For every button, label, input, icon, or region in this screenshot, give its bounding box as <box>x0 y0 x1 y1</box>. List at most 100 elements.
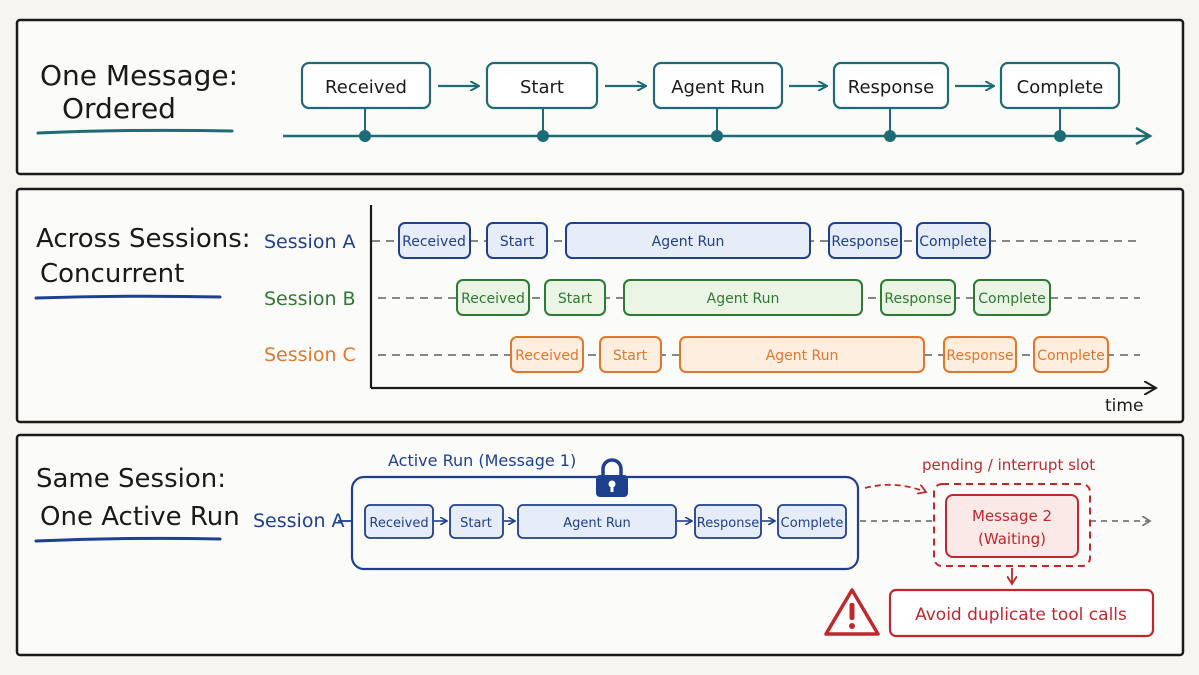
message-2-rect <box>945 494 1079 558</box>
step-box <box>880 279 956 316</box>
stage-dot <box>537 130 549 142</box>
step-complete: Complete <box>916 222 991 259</box>
panel-one-stage-agent-run: Agent Run <box>652 61 784 142</box>
step-label: Start <box>613 348 648 364</box>
panel-one-underline <box>36 128 234 135</box>
step-response: Response <box>828 222 902 259</box>
step-start: Start <box>599 336 662 373</box>
step-agent-run: Agent Run <box>565 222 811 259</box>
step-box <box>398 222 471 259</box>
step-label: Received <box>369 516 428 531</box>
panel-one-timeline-arrowhead <box>1135 126 1153 146</box>
time-axis-label: time <box>1105 396 1143 416</box>
step-label: Response <box>946 348 1013 364</box>
step-start: Start <box>449 504 504 539</box>
step-label: Agent Run <box>707 291 780 307</box>
stage-label: Received <box>325 77 407 98</box>
panel-three-underline <box>34 536 222 543</box>
step-box <box>973 279 1051 316</box>
step-response: Response <box>694 504 762 539</box>
step-box <box>456 279 530 316</box>
pending-arrow <box>864 483 926 492</box>
session-b-label: Session B <box>264 288 356 310</box>
warning-rect <box>888 588 1155 638</box>
step-agent-run: Agent Run <box>623 279 863 316</box>
step-box <box>544 279 606 316</box>
pending-slot-frame <box>933 483 1091 567</box>
session-c-row: Session C Received Start Agent Run Respo… <box>264 336 1140 373</box>
step-received: Received <box>398 222 471 259</box>
stage-box <box>832 61 950 110</box>
session-a-label: Session A <box>264 231 356 253</box>
step-label: Complete <box>1037 348 1104 364</box>
panel-one-stage-received: Received <box>300 61 432 142</box>
active-run-label: Active Run (Message 1) <box>388 451 576 470</box>
step-start: Start <box>544 279 606 316</box>
step-label: Agent Run <box>563 516 631 531</box>
step-complete: Complete <box>777 504 847 539</box>
panel-three-title-line1: Same Session: <box>36 464 226 494</box>
step-box <box>828 222 902 259</box>
lock-icon <box>596 458 628 497</box>
step-box <box>623 279 863 316</box>
step-complete: Complete <box>1033 336 1109 373</box>
stage-label: Agent Run <box>671 77 765 98</box>
pending-slot-label: pending / interrupt slot <box>922 456 1095 474</box>
step-label: Agent Run <box>652 234 725 250</box>
warning-icon <box>824 588 880 636</box>
stage-dot <box>1054 130 1066 142</box>
step-label: Received <box>515 348 579 364</box>
session-a-label: Session A <box>253 510 345 532</box>
session-a-row: Session A Received Start Agent Run Respo… <box>264 222 1140 259</box>
panel-one-title-line1: One Message: <box>40 59 238 92</box>
panel-two-title-line1: Across Sessions: <box>36 224 251 254</box>
panel-same-session: Same Session: One Active Run Session A A… <box>15 433 1185 657</box>
stage-label: Response <box>848 77 934 98</box>
step-response: Response <box>943 336 1017 373</box>
step-response: Response <box>880 279 956 316</box>
step-label: Complete <box>781 516 844 531</box>
step-label: Complete <box>919 234 986 250</box>
step-box <box>694 504 762 539</box>
panel-one-stage-start: Start <box>485 61 599 142</box>
panel-two-title-line2: Concurrent <box>40 259 184 289</box>
step-box <box>599 336 662 373</box>
step-box <box>943 336 1017 373</box>
panel-across-sessions: Across Sessions: Concurrent time Session… <box>15 187 1185 424</box>
session-b-row: Session B Received Start Agent Run Respo… <box>264 279 1140 316</box>
step-box <box>916 222 991 259</box>
step-box <box>517 504 677 539</box>
step-label: Complete <box>978 291 1045 307</box>
panel-one-stage-response: Response <box>832 61 950 142</box>
step-label: Response <box>697 516 759 531</box>
step-label: Response <box>884 291 951 307</box>
step-label: Start <box>558 291 593 307</box>
stage-dot <box>884 130 896 142</box>
step-label: Agent Run <box>766 348 839 364</box>
panel-three-title-line2: One Active Run <box>40 502 240 532</box>
stage-box <box>485 61 599 110</box>
step-label: Received <box>461 291 525 307</box>
stage-dot <box>359 130 371 142</box>
panel-two-underline <box>34 294 222 300</box>
stage-box <box>999 61 1121 110</box>
step-start: Start <box>486 222 548 259</box>
message-2-status: (Waiting) <box>978 530 1046 548</box>
step-box <box>486 222 548 259</box>
stage-label: Complete <box>1017 77 1104 98</box>
panel-one-title-line2: Ordered <box>62 92 176 125</box>
step-received: Received <box>456 279 530 316</box>
step-label: Received <box>402 234 466 250</box>
step-box <box>364 504 434 539</box>
message-2-box: Message 2 (Waiting) <box>945 494 1079 558</box>
step-agent-run: Agent Run <box>679 336 925 373</box>
step-box <box>565 222 811 259</box>
step-box <box>679 336 925 373</box>
step-box <box>777 504 847 539</box>
step-box <box>449 504 504 539</box>
step-label: Start <box>460 516 492 531</box>
panel-one-message: One Message: Ordered Received Start Agen… <box>15 18 1185 176</box>
step-received: Received <box>364 504 434 539</box>
session-c-label: Session C <box>264 344 356 366</box>
